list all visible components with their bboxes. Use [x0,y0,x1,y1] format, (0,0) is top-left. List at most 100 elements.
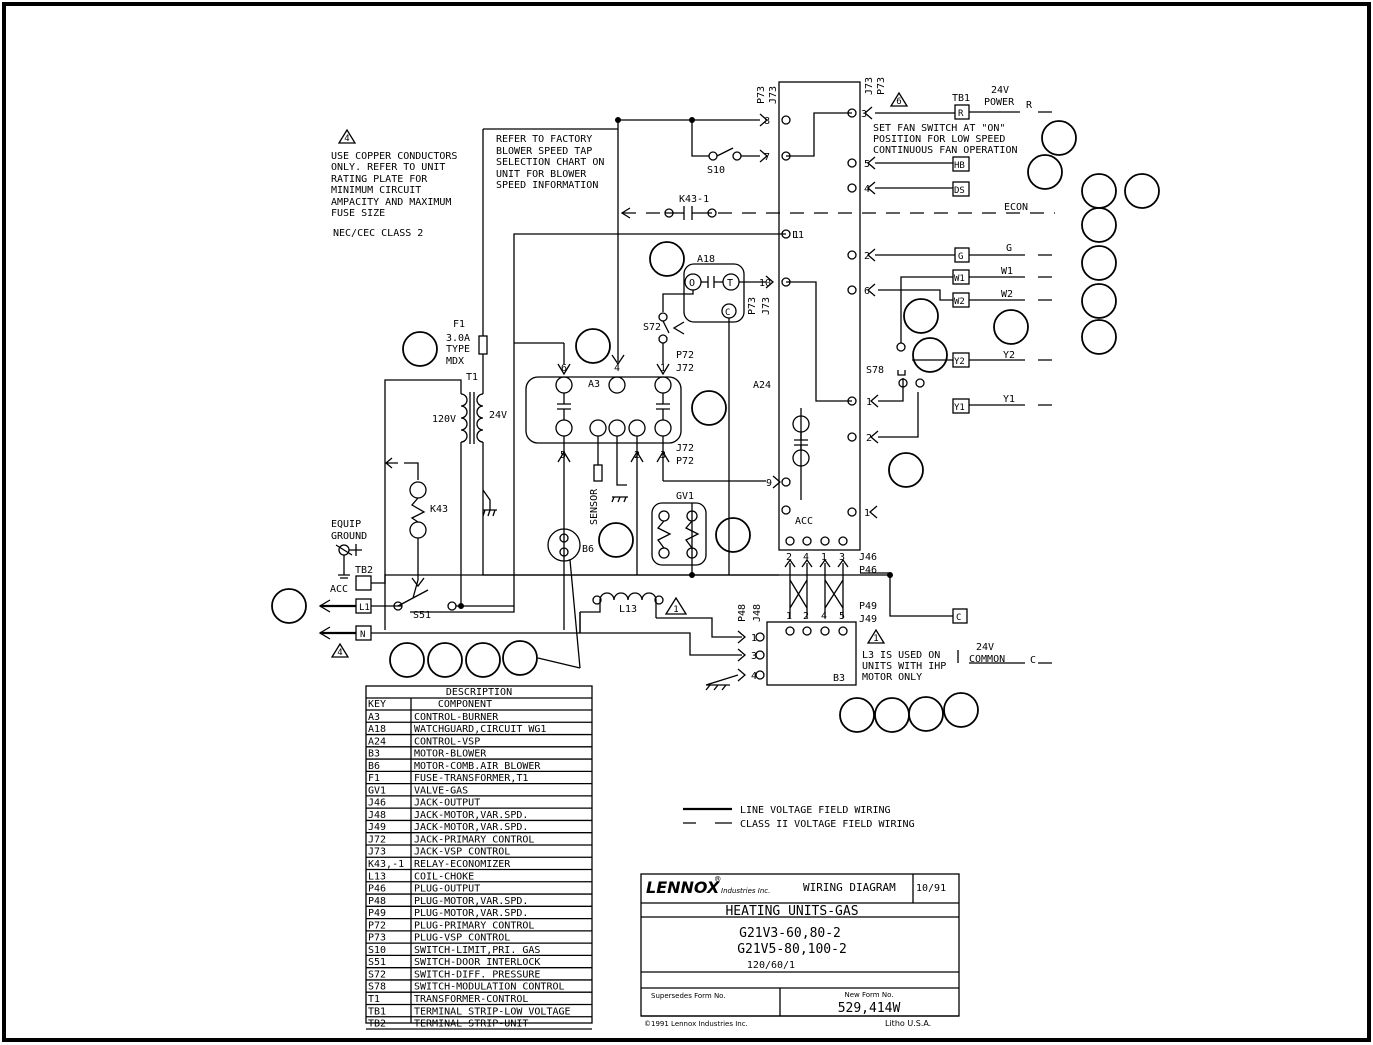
w2-output-label: W2 [1001,289,1013,300]
key-table-key: P48 [368,896,386,907]
j72-bot-label: J72 [676,443,694,454]
svg-text:C: C [956,613,961,623]
svg-text:4: 4 [821,611,827,622]
f1-type-label: TYPE [446,344,470,355]
svg-text:4: 4 [751,671,757,682]
doc-type: WIRING DIAGRAM [803,881,896,894]
key-table-component: TERMINAL STRIP-LOW VOLTAGE [414,1006,571,1017]
t1-label: T1 [466,372,478,383]
key-table-component: RELAY-ECONOMIZER [414,859,511,870]
key-table-component: COIL-CHOKE [414,871,474,882]
key-table-key: L13 [368,871,386,882]
tb1-label: TB1 [952,93,970,104]
key-table-key: P46 [368,884,386,895]
svg-text:1: 1 [660,363,666,374]
l3-note-flag: 1 [873,634,878,644]
key-table-key: J73 [368,847,386,858]
key-table-key: T1 [368,994,380,1005]
l3-note-line-3: MOTOR ONLY [862,672,922,683]
svg-text:1: 1 [751,633,757,644]
k43-1-label: K43-1 [679,194,709,205]
key-table-header-component: COMPONENT [438,699,492,710]
j73-right-label: J73 [864,77,875,95]
a24-label: A24 [753,380,771,391]
j73-right-pins: 3 5 4 2 6 1 2 1 [847,106,879,519]
key-table-component: CONTROL-VSP [414,736,480,747]
registered-mark: ® [715,875,721,885]
blower-note: REFER TO FACTORY BLOWER SPEED TAP SELECT… [496,134,604,191]
s51-label: S51 [413,610,431,621]
svg-text:1: 1 [821,552,827,563]
v24-label: 24V [489,410,507,421]
key-table-key: F1 [368,773,380,784]
blower-note-line-5: SPEED INFORMATION [496,180,598,191]
s51-door-switch: S51 [393,577,514,621]
lennox-logo: LENNOX [646,878,720,897]
flame-sensor: SENSOR [589,436,628,525]
svg-text:4: 4 [864,184,870,195]
j73-mid-label: J73 [761,297,772,315]
svg-text:N: N [360,630,365,640]
key-table-key: S51 [368,957,386,968]
key-table-component: JACK-OUTPUT [414,798,480,809]
l1-wire [410,233,786,613]
blower-note-line-2: BLOWER SPEED TAP [496,146,592,157]
svg-text:3: 3 [861,109,867,120]
copper-note-flag: 4 [344,134,349,144]
svg-text:10: 10 [759,278,771,289]
p49-label: P49 [859,601,877,612]
l13-label: L13 [619,604,637,615]
key-table-component: PLUG-MOTOR,VAR.SPD. [414,896,528,907]
a18-t-terminal: T [727,278,733,289]
key-table-component: MOTOR-BLOWER [414,749,487,760]
key-table-key: J49 [368,822,386,833]
y1-output-label: Y1 [1003,394,1015,405]
fan-switch-note: 6 SET FAN SWITCH AT "ON" POSITION FOR LO… [873,91,1018,156]
f1-fuse: F1 3.0A TYPE MDX [446,128,618,394]
key-table-component: JACK-PRIMARY CONTROL [414,834,534,845]
svg-text:5: 5 [839,611,845,622]
b3-label: B3 [833,673,845,684]
svg-text:G: G [958,252,963,262]
a18-label: A18 [697,254,715,265]
c-output-label: C [1030,655,1036,666]
key-table-key: A3 [368,712,380,723]
l3-note: 1 L3 IS USED ON UNITS WITH IHP MOTOR ONL… [862,628,946,683]
nec-class-note: NEC/CEC CLASS 2 [333,228,423,239]
g-output-label: G [1006,243,1012,254]
key-table-key: P72 [368,920,386,931]
j73-top-label: J73 [768,86,779,104]
svg-text:4: 4 [614,363,620,374]
key-table-component: CONTROL-BURNER [414,712,499,723]
doc-heading: HEATING UNITS-GAS [725,904,858,919]
copper-note-line-6: FUSE SIZE [331,208,385,219]
gv1-gas-valve: GV1 [651,480,766,578]
legend-line-voltage: LINE VOLTAGE FIELD WIRING [740,805,891,816]
j46-label: J46 [859,552,877,563]
svg-text:R: R [958,109,964,119]
l3-note-line-1: L3 IS USED ON [862,650,940,661]
key-table-key: A18 [368,724,386,735]
s10-limit-switch: S10 [615,117,760,176]
b6-combustion-blower: B6 [537,528,594,669]
svg-text:3: 3 [751,651,757,662]
svg-text:1: 1 [793,230,799,241]
svg-text:2: 2 [803,611,809,622]
key-table-key: TB2 [368,1019,386,1030]
common-24v-label: 24V [976,642,994,653]
key-table-component: FUSE-TRANSFORMER,T1 [414,773,528,784]
key-table-key: S78 [368,982,386,993]
model-line-1: G21V3-60,80-2 [739,926,841,941]
a24-internal-circuit [786,112,852,500]
svg-text:6: 6 [864,286,870,297]
svg-text:W2: W2 [954,297,965,307]
key-table-component: TERMINAL STRIP-UNIT [414,1019,528,1030]
key-table-key: S72 [368,969,386,980]
fan-note-line-1: SET FAN SWITCH AT "ON" [873,123,1005,134]
copper-note-line-2: ONLY. REFER TO UNIT [331,162,445,173]
legend-class2-voltage: CLASS II VOLTAGE FIELD WIRING [740,819,915,830]
f1-mdx-label: MDX [446,356,464,367]
acc-board-label: ACC [795,516,813,527]
svg-text:Y2: Y2 [954,357,965,367]
